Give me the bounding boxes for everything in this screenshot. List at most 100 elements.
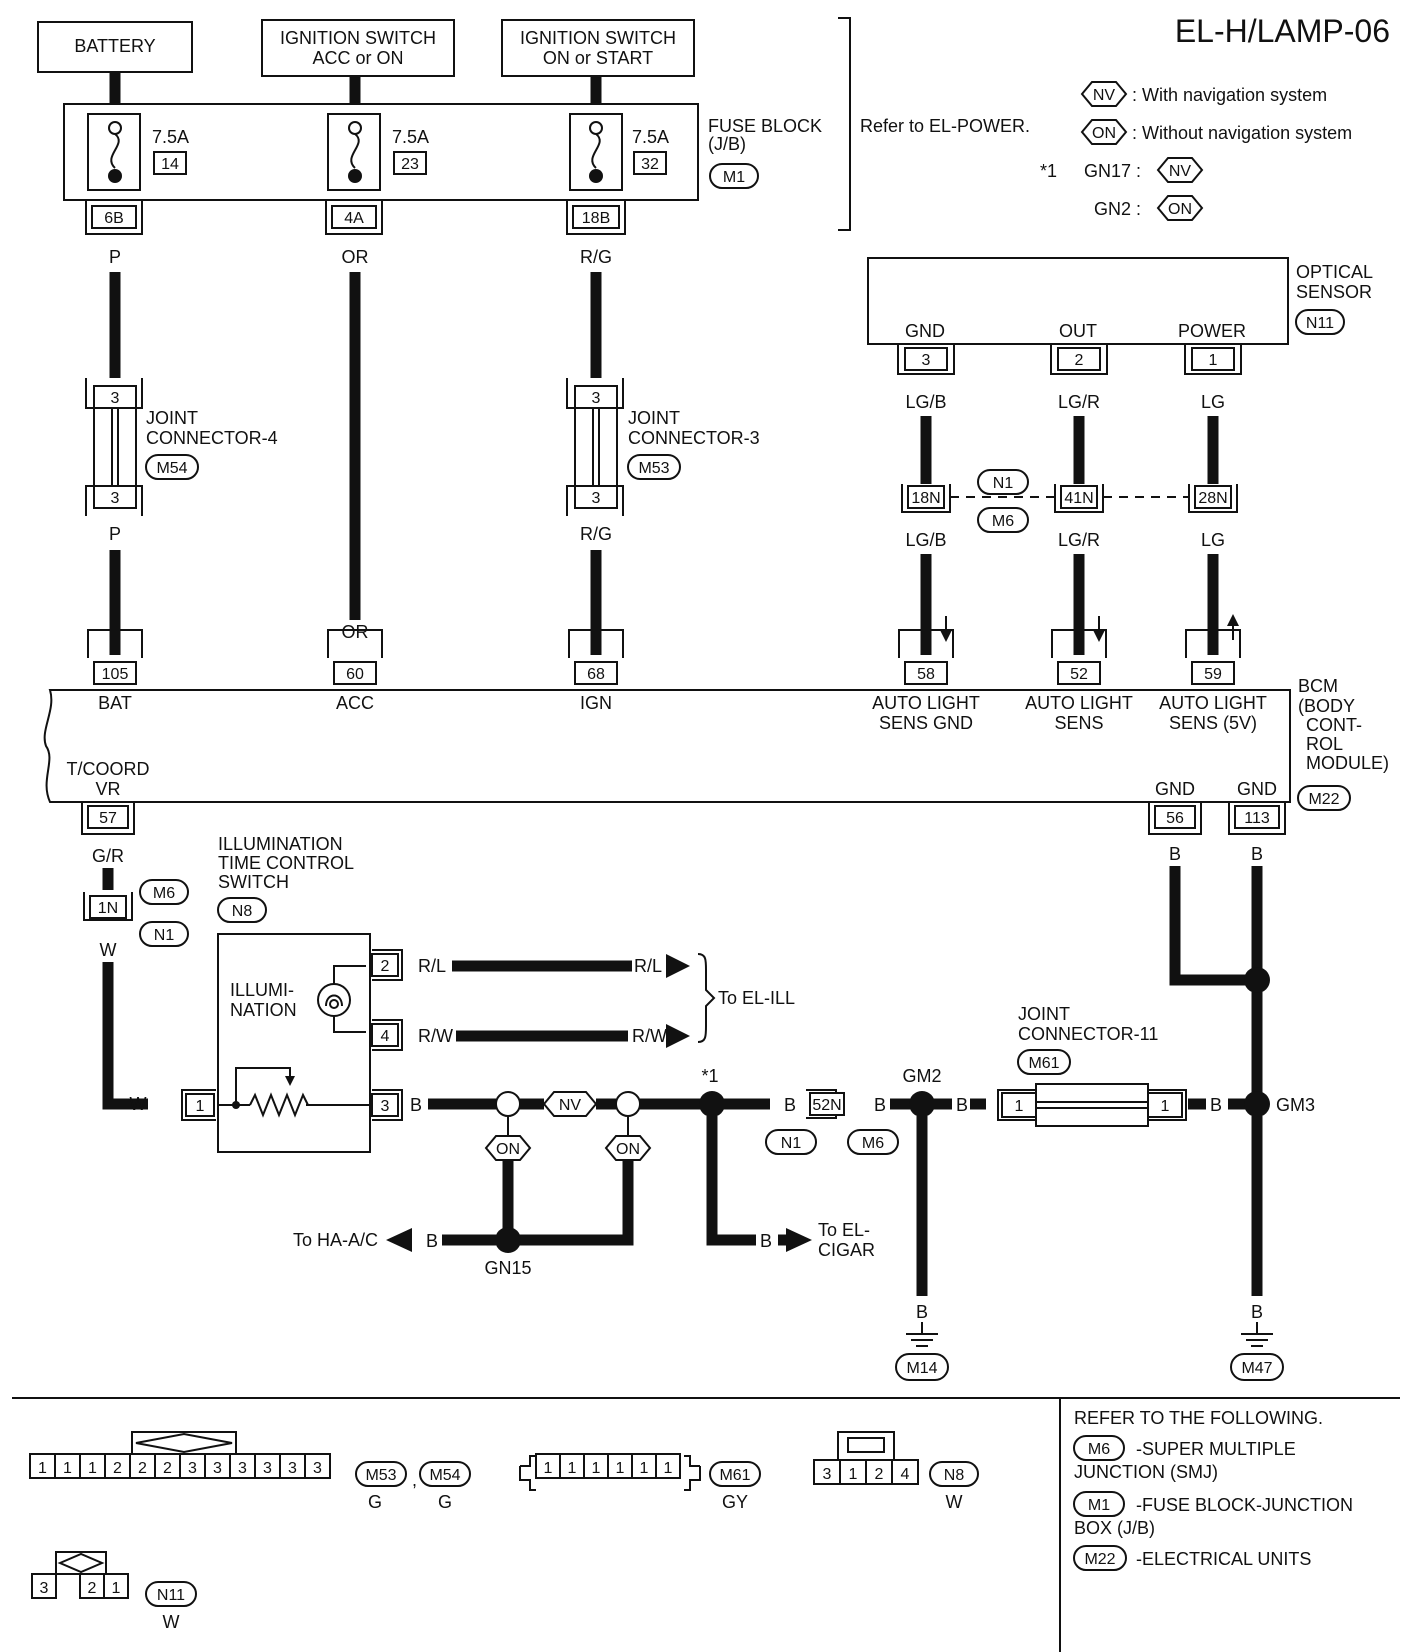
junc-41n: 41N (1064, 490, 1093, 507)
gm2-dot (909, 1091, 935, 1117)
conn-m53-m54-pin-label: 3 (263, 1460, 272, 1477)
optical-pin-3: 3 (922, 352, 931, 369)
joint3-pin-top: 3 (592, 390, 601, 407)
bcm-module: BAT ACC IGN AUTO LIGHT SENS GND AUTO LIG… (43, 676, 1389, 811)
wire-p-below-joint4: P (109, 524, 121, 544)
ground-m14: M14 (906, 1360, 937, 1377)
conn-m54: M54 (429, 1467, 460, 1484)
junc-m6: M6 (992, 513, 1014, 530)
to-cigar-1: To EL- (818, 1220, 870, 1240)
optical-label-2: SENSOR (1296, 282, 1372, 302)
fuse-2-amp: 7.5A (392, 127, 429, 147)
wire-w-label-2: W (130, 1094, 147, 1114)
to-ha-ac: To HA-A/C (293, 1230, 378, 1250)
joint4-pin-bot: 3 (111, 490, 120, 507)
conn-n11-cell (103, 1573, 129, 1599)
gn2-on-shape (1156, 195, 1204, 221)
fuse-3-element (591, 133, 601, 169)
optical-pin-out-name: OUT (1059, 321, 1097, 341)
gnd-b-m14: B (916, 1302, 928, 1322)
diagram-title: EL-H/LAMP-06 (1175, 13, 1390, 49)
fuse-1-num: 14 (161, 156, 179, 173)
gnd-gm3: GM3 (1276, 1095, 1315, 1115)
illumination-switch: ILLUMINATION TIME CONTROL SWITCH N8 ILLU… (181, 834, 403, 1153)
fuse-3-amp: 7.5A (632, 127, 669, 147)
illumination-outputs: R/L R/L R/W R/W To EL-ILL (418, 953, 795, 1048)
wire-gr: G/R (92, 846, 124, 866)
junction-1n: 1N M6 N1 (83, 879, 189, 947)
bcm-conn: M22 (1308, 791, 1339, 808)
conn-m53-m54-pin-label: 1 (38, 1460, 47, 1477)
bcm-name-acc: ACC (336, 693, 374, 713)
legend-gn17: GN17 : (1084, 161, 1141, 181)
conn-n11-pin-label: 3 (40, 1580, 49, 1597)
bcm-name-58-1: AUTO LIGHT (872, 693, 980, 713)
fuse-terminal-4a: 4A (325, 200, 383, 235)
bcm-name-52-1: AUTO LIGHT (1025, 693, 1133, 713)
conn-n8-pin-label: 1 (849, 1466, 858, 1483)
conn-m61-pin-label: 1 (544, 1460, 553, 1477)
junc-1n: 1N (98, 900, 118, 917)
gn17-dot (699, 1091, 725, 1117)
conn-n11-pin-label: 1 (112, 1580, 121, 1597)
gn2-on-tag: ON (1168, 201, 1192, 218)
fuse-1-element (110, 133, 120, 169)
conn-n8-cell (891, 1459, 919, 1485)
conn-m53-m54-pin-label: 3 (188, 1460, 197, 1477)
joint4-conn: M54 (156, 460, 187, 477)
optical-conn: N11 (1306, 315, 1334, 332)
gnd-b2: B (784, 1095, 796, 1115)
joint-connector-11: JOINT CONNECTOR-11 M61 1 1 B (997, 1004, 1246, 1127)
junc-1n-m6: M6 (153, 885, 175, 902)
joint3-label-2: CONNECTOR-3 (628, 428, 760, 448)
optical-pin-2: 2 (1075, 352, 1084, 369)
conn-n8-pin-label: 2 (875, 1466, 884, 1483)
joint4-label-2: CONNECTOR-4 (146, 428, 278, 448)
optical-pin-1: 1 (1209, 352, 1218, 369)
to-cigar-2: CIGAR (818, 1240, 875, 1260)
junc-52n-m6: M6 (862, 1135, 884, 1152)
switch-box (217, 933, 371, 1153)
legend-gn2: GN2 : (1094, 199, 1141, 219)
wire-p-top: P (109, 247, 121, 267)
gnd-on2-tag: ON (616, 1141, 640, 1158)
fuse-2-num: 23 (401, 156, 419, 173)
gnd-gn15: GN15 (484, 1258, 531, 1278)
conn-m61-pin-label: 1 (640, 1460, 649, 1477)
wire-lgb-mid: LG/B (905, 530, 946, 550)
wire-lgr-top: LG/R (1058, 392, 1100, 412)
gnd-gm2: GM2 (902, 1066, 941, 1086)
wire-rw-1: R/W (418, 1026, 453, 1046)
legend-on-tag: ON (1092, 125, 1116, 142)
bcm-label-5: MODULE) (1306, 753, 1389, 773)
fuse-3-num: 32 (641, 156, 659, 173)
gnd-b4: B (956, 1095, 968, 1115)
to-el-ill: To EL-ILL (718, 988, 795, 1008)
switch-pin-2: 2 (381, 958, 390, 975)
refer-panel: REFER TO THE FOLLOWING. M6 -SUPER MULTIP… (1073, 1408, 1353, 1571)
conn-n11-color: W (163, 1612, 180, 1632)
conn-m54-color: G (438, 1492, 452, 1512)
wire-lgb-top: LG/B (905, 392, 946, 412)
gn17-nv-shape (1156, 157, 1204, 183)
joint4-pin-top: 3 (111, 390, 120, 407)
conn-m53-color: G (368, 1492, 382, 1512)
fuse-2-num-box (393, 151, 427, 175)
junc-1n-n1: N1 (154, 927, 175, 944)
fuse-1-amp: 7.5A (152, 127, 189, 147)
fuse-terminal-18b: 18B (566, 200, 626, 235)
gnd-b-ha: B (426, 1231, 438, 1251)
optical-sensor: OPTICAL SENSOR N11 GND OUT POWER 3 2 1 (867, 257, 1373, 375)
fuse-3-bottom-dot (589, 169, 603, 183)
switch-label-3: SWITCH (218, 872, 289, 892)
gnd-junction-dot (1244, 967, 1270, 993)
ground-bus: B NV *1 B 52N B N1 M6 GM2 B (410, 1066, 986, 1155)
conn-n8-color: W (946, 1492, 963, 1512)
bcm-tcoord-1: T/COORD (67, 759, 150, 779)
conn-m53-m54-pin-label: 1 (63, 1460, 72, 1477)
conn-n11-pin-label: 2 (88, 1580, 97, 1597)
